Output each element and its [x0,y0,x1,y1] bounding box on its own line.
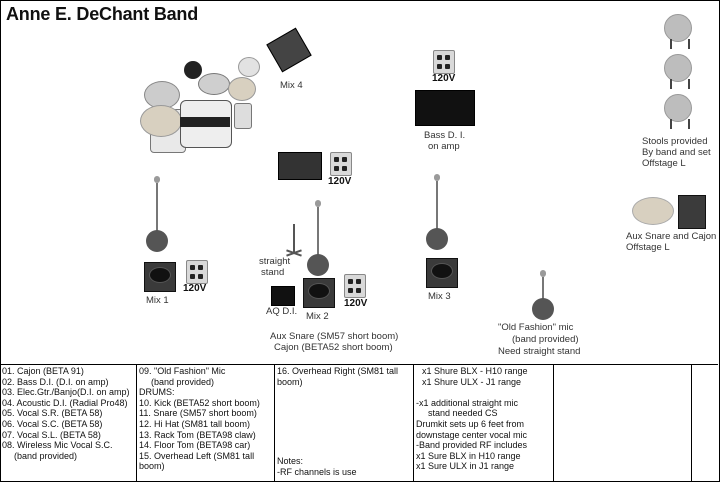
stool-icon [664,54,692,89]
old-fashion-label-2: (band provided) [512,334,579,345]
aq-di-box [271,286,295,306]
input-row: 13. Rack Tom (BETA98 claw) [139,429,256,440]
bass-amp [415,90,475,126]
note-row: -x1 additional straight mic [416,397,519,408]
mix2-voltage: 120V [344,298,368,309]
bass-outlet-icon [433,50,455,74]
input-row: 09. "Old Fashion" Mic [139,366,226,376]
note-row: x1 Sure BLX in H10 range [416,450,521,461]
stool-icon [664,14,692,49]
stools-label: Stools provided [642,136,708,147]
input-row: 15. Overhead Left (SM81 tall [139,450,255,461]
input-row: 07. Vocal S.L. (BETA 58) [2,429,101,440]
old-fashion-label-3: Need straight stand [498,346,581,357]
aux-label: Aux Snare and Cajon [626,231,717,242]
note-row: downstage center vocal mic [416,429,528,440]
stools-label-2: By band and set [642,147,711,158]
input-row: 10. Kick (BETA52 short boom) [139,397,260,408]
input-row: (band provided) [151,376,215,387]
page-title: Anne E. DeChant Band [6,4,199,24]
input-row: boom) [277,376,303,387]
mix1-voltage: 120V [183,283,207,294]
mix4-label: Mix 4 [280,80,303,91]
straight-stand-label: straight [259,256,291,267]
input-row: 03. Elec.Gtr./Banjo(D.I. on amp) [2,387,130,398]
note-row: stand needed CS [428,408,498,419]
bass-di-label: Bass D. I. [424,130,466,141]
note-row: -Band provided RF includes [416,440,528,451]
empty-column [554,365,692,481]
note-row [416,387,551,398]
straight-stand-icon [284,224,304,264]
mix3-label: Mix 3 [428,291,451,302]
empty-column [692,365,718,481]
input-row: 06. Vocal S.C. (BETA 58) [2,418,103,429]
center-amp [278,152,322,180]
notes-title: Notes: [277,456,304,466]
drum-kit [140,55,265,155]
input-row: 11. Snare (SM57 short boom) [139,408,257,419]
input-column-2: 09. "Old Fashion" Mic (band provided) DR… [137,365,275,481]
input-row: (band provided) [14,450,78,461]
input-row: 05. Vocal S.R. (BETA 58) [2,408,103,419]
aux-snare-icon [632,197,674,225]
input-row: 02. Bass D.I. (D.I. on amp) [2,376,109,387]
aux-label-2: Offstage L [626,242,670,253]
note-row: Drumkit sets up 6 feet from [416,418,525,429]
input-list-table: 01. Cajon (BETA 91) 02. Bass D.I. (D.I. … [0,364,718,481]
input-row: 16. Overhead Right (SM81 tall [277,366,399,376]
mix2-outlet-icon [344,274,366,298]
cajon-mic-label: Cajon (BETA52 short boom) [274,342,393,353]
input-row: boom) [139,461,165,472]
aq-di-label: AQ D.I. [266,306,298,317]
cajon-icon [678,195,706,229]
mix3-monitor [426,258,458,288]
input-row: 04. Acoustic D.I. (Radial Pro48) [2,397,128,408]
mix1-outlet-icon [186,260,208,284]
center-outlet-icon [330,152,352,176]
stools-label-3: Offstage L [642,158,686,169]
bass-voltage: 120V [432,73,456,84]
input-row: 14. Floor Tom (BETA98 car) [139,440,251,451]
note-row: x1 Shure BLX - H10 range [422,366,528,376]
notes-column: x1 Shure BLX - H10 range x1 Shure ULX - … [414,365,554,481]
input-column-3: 16. Overhead Right (SM81 tall boom) Note… [275,365,414,481]
mix2-label: Mix 2 [306,311,329,322]
old-fashion-label: "Old Fashion" mic [498,322,574,333]
note-row: x1 Sure ULX in J1 range [416,461,515,472]
straight-stand-label-2: stand [261,267,285,278]
input-row: 01. Cajon (BETA 91) [2,366,84,376]
input-row: 08. Wireless Mic Vocal S.C. [2,440,113,451]
stool-icon [664,94,692,129]
notes-line: -RF channels is use [277,467,357,477]
center-voltage: 120V [328,176,352,187]
note-row: x1 Shure ULX - J1 range [422,376,522,387]
input-row: DRUMS: [139,387,175,398]
mix2-monitor [303,278,335,308]
input-row: 12. Hi Hat (SM81 tall boom) [139,418,251,429]
input-column-1: 01. Cajon (BETA 91) 02. Bass D.I. (D.I. … [0,365,137,481]
bass-di-label-2: on amp [428,141,460,152]
aux-snare-mic-label: Aux Snare (SM57 short boom) [270,331,399,342]
mix1-label: Mix 1 [146,295,169,306]
mix1-monitor [144,262,176,292]
